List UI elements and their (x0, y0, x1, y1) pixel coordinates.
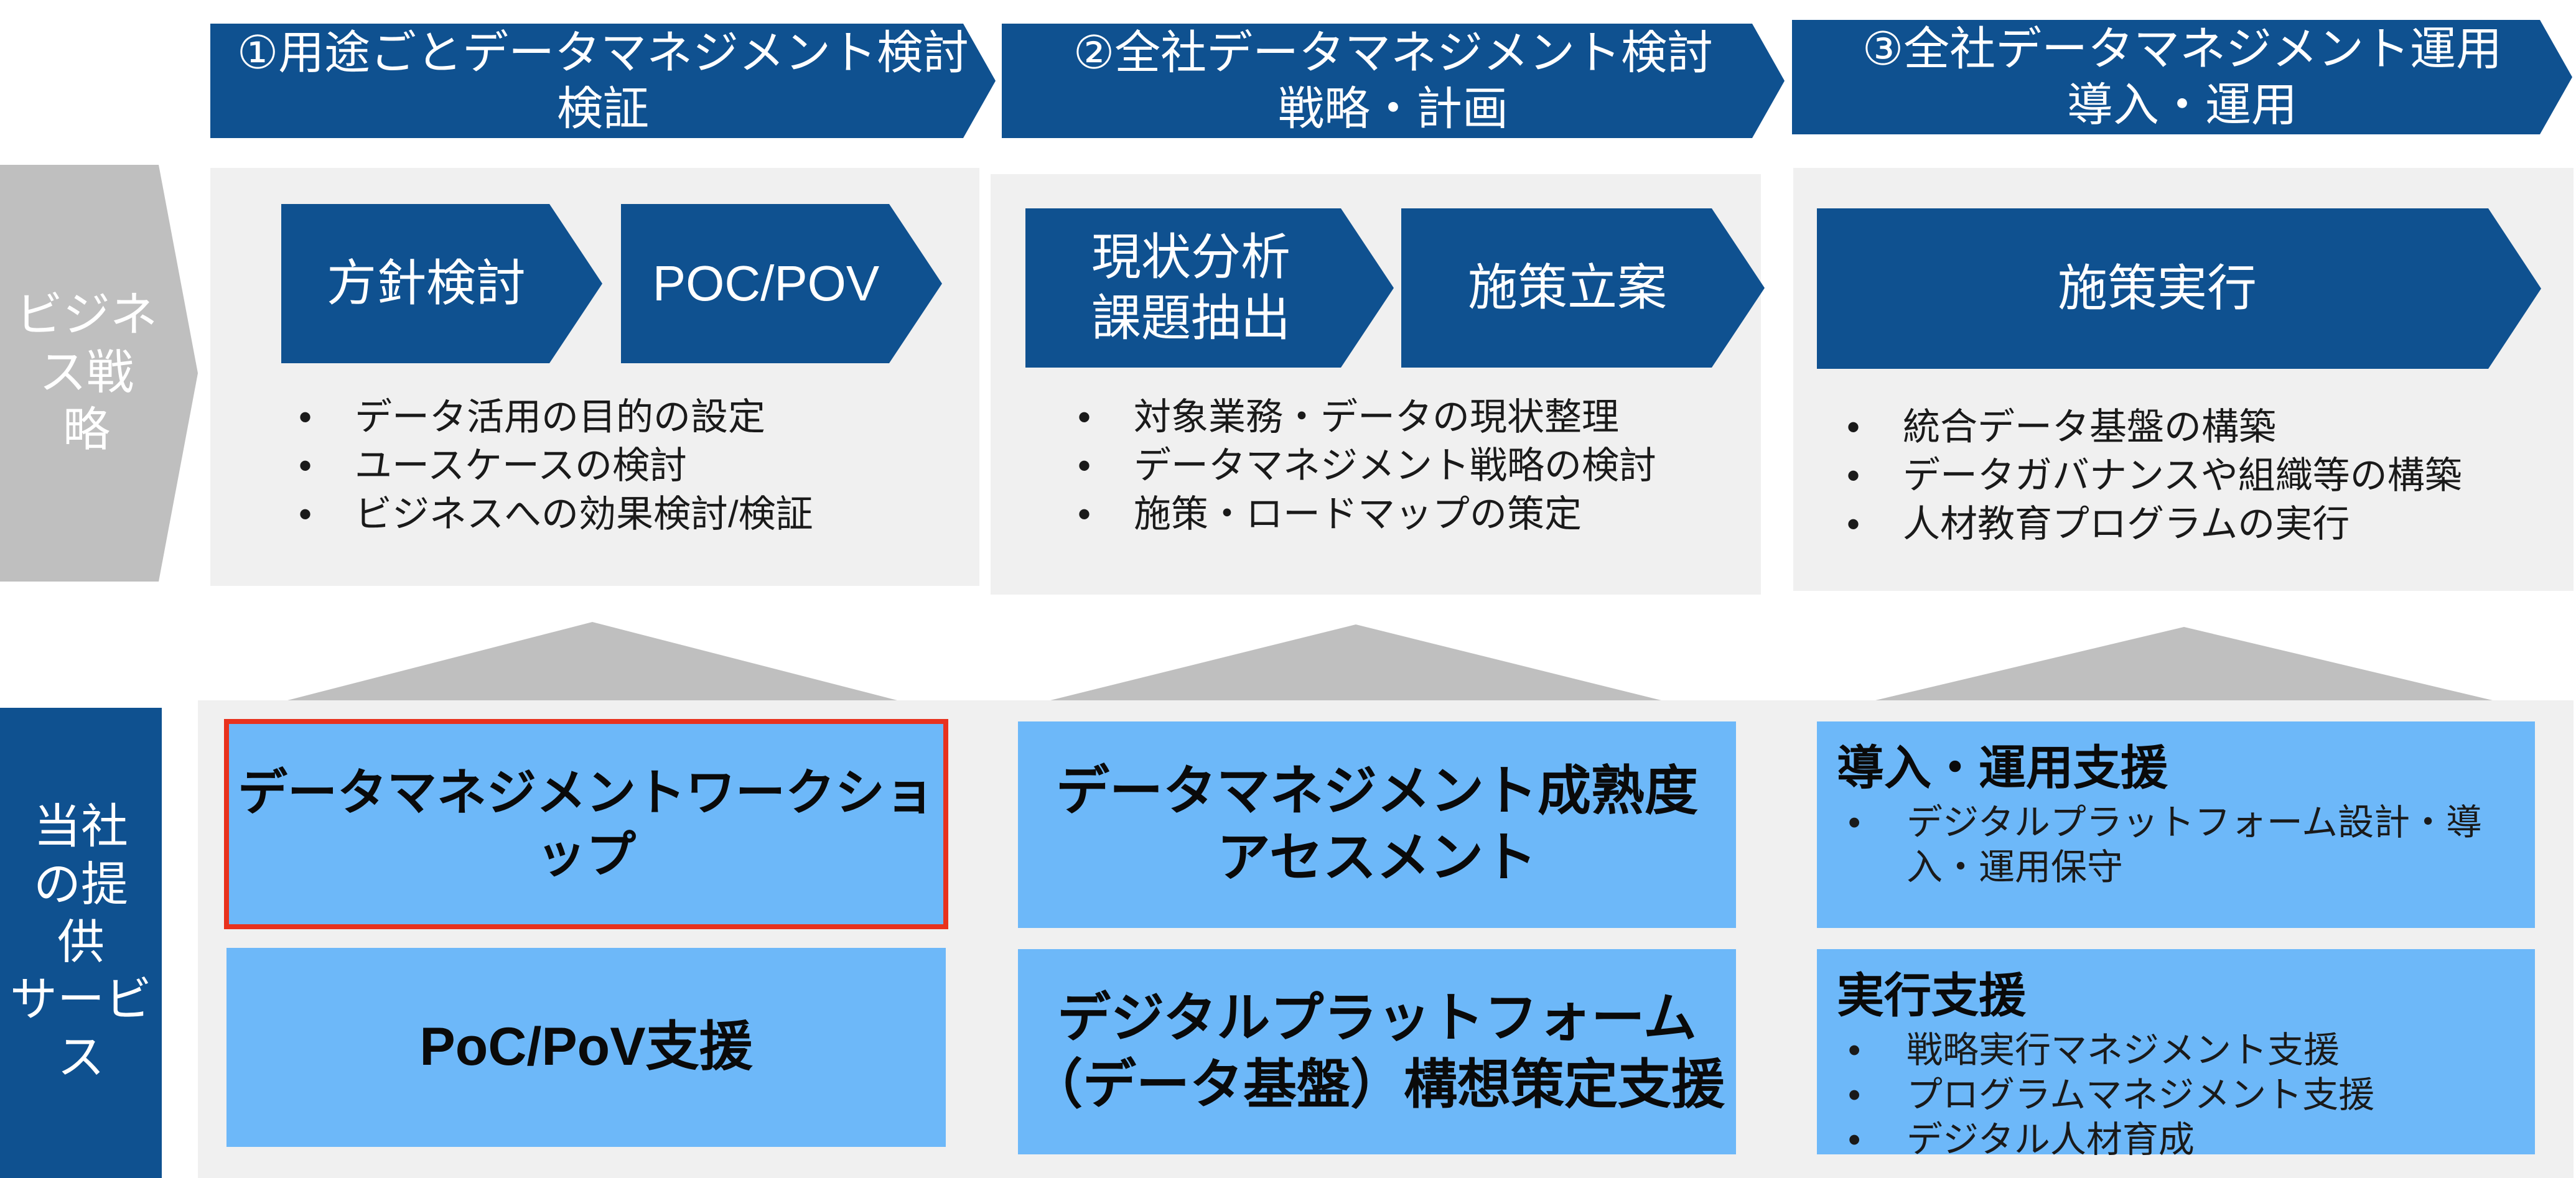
list-item: デジタルプラットフォーム設計・導入・運用保守 (1837, 800, 2516, 890)
intro-operation-service-box[interactable]: 導入・運用支援 デジタルプラットフォーム設計・導入・運用保守 (1817, 721, 2535, 928)
list-item: デジタル人材育成 (1837, 1118, 2516, 1162)
list-item: データ活用の目的の設定 (286, 393, 813, 442)
platform-concept-service-box[interactable]: デジタルプラットフォーム （データ基盤）構想策定支援 (1018, 949, 1736, 1154)
maturity-assessment-label: アセスメント (1216, 828, 1538, 888)
triangle-connector-2 (1050, 624, 1661, 700)
workshop-service-label: データマネジメントワークショップ (238, 765, 935, 883)
phase-3-chevron: ③全社データマネジメント運用 導入・運用 (1792, 20, 2572, 134)
poc-support-service-box[interactable]: PoC/PoV支援 (226, 948, 946, 1147)
phase-2-bullets: 対象業務・データの現状整理 データマネジメント戦略の検討 施策・ロードマップの策… (1065, 393, 1656, 539)
step-policy-chevron: 方針検討 (281, 204, 602, 363)
step-execution-chevron: 施策実行 (1817, 208, 2541, 369)
services-label-line: ス (57, 1031, 105, 1085)
execution-support-bullets: 戦略実行マネジメント支援 プログラムマネジメント支援 デジタル人材育成 (1837, 1028, 2516, 1162)
phase-1-bullets: データ活用の目的の設定 ユースケースの検討 ビジネスへの効果検討/検証 (286, 393, 813, 539)
services-label-line: 当社 (34, 800, 128, 854)
step-execution-label: 施策実行 (2058, 261, 2257, 317)
list-item: ユースケースの検討 (286, 442, 813, 490)
phase-1-chevron: ①用途ごとデータマネジメント検討 検証 (210, 24, 996, 138)
services-label-line: サービ (10, 973, 152, 1027)
maturity-assessment-service-box[interactable]: データマネジメント成熟度 アセスメント (1018, 721, 1736, 928)
step-analysis-label: 課題抽出 (1091, 290, 1290, 346)
platform-concept-label: デジタルプラットフォーム (1057, 988, 1697, 1048)
step-policy-label: 方針検討 (327, 256, 526, 312)
services-label-line: 供 (57, 916, 105, 969)
list-item: 統合データ基盤の構築 (1834, 403, 2462, 452)
business-strategy-label: ビジネ ス戦 略 (0, 165, 198, 582)
phase-3-title: ③全社データマネジメント運用 (1862, 22, 2503, 75)
phase-2-chevron: ②全社データマネジメント検討 戦略・計画 (1002, 24, 1785, 138)
platform-concept-label: （データ基盤）構想策定支援 (1029, 1055, 1725, 1115)
business-label-line: ビジネ (16, 288, 157, 341)
phase-1-title: ①用途ごとデータマネジメント検討 (236, 26, 969, 78)
triangle-connector-1 (287, 622, 897, 700)
phase-2-subtitle: 戦略・計画 (1278, 83, 1508, 134)
phase-1-subtitle: 検証 (557, 83, 649, 134)
list-item: ビジネスへの効果検討/検証 (286, 490, 813, 539)
business-label-line: ス戦 (39, 346, 134, 399)
step-poc-label: POC/POV (652, 256, 880, 312)
triangle-connector-3 (1875, 627, 2493, 700)
step-planning-label: 施策立案 (1468, 260, 1667, 316)
phase-3-subtitle: 導入・運用 (2067, 79, 2297, 131)
services-label: 当社 の提 供 サービ ス (0, 708, 162, 1178)
phase-3-bullets: 統合データ基盤の構築 データガバナンスや組織等の構築 人材教育プログラムの実行 (1834, 403, 2462, 549)
list-item: 人材教育プログラムの実行 (1834, 500, 2462, 549)
step-analysis-label: 現状分析 (1091, 230, 1290, 285)
intro-operation-bullets: デジタルプラットフォーム設計・導入・運用保守 (1837, 800, 2516, 890)
list-item: 戦略実行マネジメント支援 (1837, 1028, 2516, 1073)
step-poc-chevron: POC/POV (621, 204, 942, 363)
poc-support-service-label: PoC/PoV支援 (419, 1017, 753, 1077)
phase-2-title: ②全社データマネジメント検討 (1073, 26, 1714, 78)
services-label-line: の提 (34, 858, 128, 911)
maturity-assessment-label: データマネジメント成熟度 (1056, 761, 1698, 821)
step-planning-chevron: 施策立案 (1401, 208, 1765, 368)
list-item: 施策・ロードマップの策定 (1065, 490, 1656, 539)
business-label-line: 略 (63, 404, 110, 457)
list-item: 対象業務・データの現状整理 (1065, 393, 1656, 442)
execution-support-service-box[interactable]: 実行支援 戦略実行マネジメント支援 プログラムマネジメント支援 デジタル人材育成 (1817, 949, 2535, 1162)
execution-support-title: 実行支援 (1837, 970, 2026, 1023)
list-item: プログラムマネジメント支援 (1837, 1073, 2516, 1118)
workshop-service-box[interactable]: データマネジメントワークショップ (224, 719, 948, 929)
list-item: データガバナンスや組織等の構築 (1834, 452, 2462, 500)
intro-operation-title: 導入・運用支援 (1837, 742, 2168, 795)
step-analysis-chevron: 現状分析 課題抽出 (1025, 208, 1394, 368)
list-item: データマネジメント戦略の検討 (1065, 442, 1656, 490)
